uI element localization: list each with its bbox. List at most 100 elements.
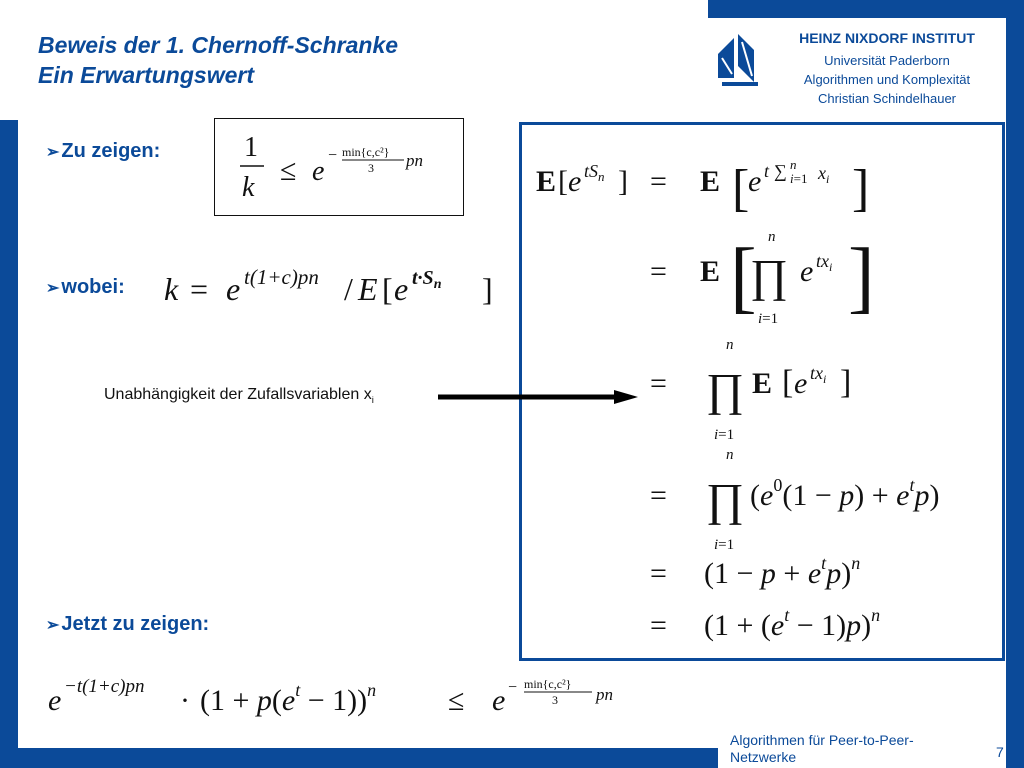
svg-text:n: n xyxy=(790,157,797,172)
right-frame-band xyxy=(1006,0,1024,768)
svg-text:1: 1 xyxy=(244,132,258,163)
proof-line-1: E [ e tSn ] = E [ e t ∑ n i=1 xi ] xyxy=(536,157,869,217)
institute-header xyxy=(708,18,1006,118)
svg-text:=: = xyxy=(650,255,667,288)
svg-text:min{c,c²}: min{c,c²} xyxy=(524,677,571,691)
svg-text:−: − xyxy=(508,679,517,696)
svg-text:[: [ xyxy=(732,160,749,217)
svg-text:e: e xyxy=(568,165,581,198)
proof-derivation: E [ e tSn ] = E [ e t ∑ n i=1 xi ] = E [… xyxy=(536,157,940,642)
svg-text:[: [ xyxy=(730,233,757,321)
svg-text:]: ] xyxy=(618,165,628,198)
svg-text:[: [ xyxy=(782,364,793,401)
svg-text:txi: txi xyxy=(816,251,832,274)
svg-text:]: ] xyxy=(840,364,851,401)
svg-text:pn: pn xyxy=(595,685,613,704)
institute-group: Algorithmen und Komplexität xyxy=(803,72,971,87)
svg-text:e: e xyxy=(394,271,408,307)
bullet-arrow-icon: ➢ xyxy=(46,617,60,634)
svg-text:k: k xyxy=(242,172,255,203)
svg-text:xi: xi xyxy=(817,163,829,186)
svg-text:∏: ∏ xyxy=(750,250,788,301)
bullet-to-show: ➢Zu zeigen: xyxy=(46,140,160,163)
svg-text:·: · xyxy=(180,684,190,717)
proof-line-2: = E [ n ∏ i=1 e txi ] xyxy=(650,229,875,327)
svg-text:i=1: i=1 xyxy=(758,311,778,327)
svg-text:≤: ≤ xyxy=(280,154,296,187)
svg-text:e: e xyxy=(794,367,807,400)
proof-line-4: = n ∏ i=1 (e0(1 − p) + etp) xyxy=(650,447,940,553)
formula-now-to-show: e −t(1+c)pn · (1 + p(et − 1))n ≤ e − min… xyxy=(48,676,613,717)
svg-text:(1 − p + etp)n: (1 − p + etp)n xyxy=(704,553,860,590)
annotation-text: Unabhängigkeit der Zufallsvariablen x xyxy=(104,386,372,403)
bullet-arrow-icon: ➢ xyxy=(46,280,60,297)
svg-text:−: − xyxy=(328,147,337,164)
bullet-label: Jetzt zu zeigen: xyxy=(61,613,210,635)
institute-name: HEINZ NIXDORF INSTITUT xyxy=(799,30,975,46)
svg-text:tSn: tSn xyxy=(584,161,605,184)
slide-title-line1: Beweis der 1. Chernoff-Schranke xyxy=(38,32,399,58)
svg-text:i=1: i=1 xyxy=(714,537,734,553)
svg-text:=: = xyxy=(650,165,667,198)
svg-text:E: E xyxy=(357,271,378,307)
svg-text:e: e xyxy=(748,165,761,198)
svg-text:k: k xyxy=(164,271,179,307)
svg-text:E: E xyxy=(536,165,556,198)
svg-text:E: E xyxy=(700,165,720,198)
svg-text:i=1: i=1 xyxy=(790,171,807,186)
left-frame-band xyxy=(0,120,18,748)
formula-where: k = e t(1+c)pn / E [ e t·Sn ] xyxy=(164,265,493,307)
svg-text:i=1: i=1 xyxy=(714,427,734,443)
svg-text:=: = xyxy=(650,557,667,590)
proof-line-5: = (1 − p + etp)n xyxy=(650,553,860,590)
svg-text:(1 + p(et − 1))n: (1 + p(et − 1))n xyxy=(200,680,376,717)
proof-derivation-box xyxy=(519,122,1005,661)
svg-text:min{c,c²}: min{c,c²} xyxy=(342,145,389,159)
svg-text:e: e xyxy=(226,271,240,307)
svg-text:[: [ xyxy=(382,271,393,307)
svg-text:e: e xyxy=(492,684,505,717)
independence-annotation: Unabhängigkeit der Zufallsvariablen xi xyxy=(104,386,374,406)
arrow-icon xyxy=(438,390,638,404)
svg-text:[: [ xyxy=(558,165,568,198)
svg-text:t: t xyxy=(764,161,770,181)
bullet-arrow-icon: ➢ xyxy=(46,144,60,161)
svg-text:∏: ∏ xyxy=(706,474,744,525)
svg-text:(1 + (et − 1)p)n: (1 + (et − 1)p)n xyxy=(704,605,880,642)
svg-text:−t(1+c)pn: −t(1+c)pn xyxy=(64,676,145,697)
svg-text:n: n xyxy=(768,229,776,245)
svg-text:t·Sn: t·Sn xyxy=(412,267,442,292)
svg-text:n: n xyxy=(726,447,734,463)
svg-text:t(1+c)pn: t(1+c)pn xyxy=(244,265,319,289)
proof-line-3: = n ∏ i=1 E [ e txi ] xyxy=(650,337,851,443)
svg-text:=: = xyxy=(190,271,208,307)
bullet-now-to-show: ➢Jetzt zu zeigen: xyxy=(46,613,209,636)
annotation-subscript: i xyxy=(371,395,374,407)
bullet-where: ➢wobei: xyxy=(46,276,125,299)
footer-course-title: Algorithmen für Peer-to-Peer-Netzwerke xyxy=(730,732,914,765)
svg-text:/: / xyxy=(344,271,353,307)
svg-text:=: = xyxy=(650,609,667,642)
svg-text:n: n xyxy=(726,337,734,353)
svg-text:e: e xyxy=(312,156,324,187)
institute-logo-icon xyxy=(718,34,758,86)
bottom-frame-band xyxy=(0,748,718,768)
svg-text:(e0(1 − p) + etp): (e0(1 − p) + etp) xyxy=(750,475,940,512)
svg-text:∑: ∑ xyxy=(774,161,787,181)
institute-university: Universität Paderborn xyxy=(824,53,950,68)
svg-text:≤: ≤ xyxy=(448,684,464,717)
svg-text:pn: pn xyxy=(405,151,423,170)
top-frame-band xyxy=(708,0,1024,18)
formula-to-show-box xyxy=(214,118,464,216)
bullet-label: Zu zeigen: xyxy=(61,140,161,162)
svg-text:3: 3 xyxy=(368,161,374,175)
slide-title-line2: Ein Erwartungswert xyxy=(38,62,254,88)
svg-text:]: ] xyxy=(482,271,493,307)
bullet-label: wobei: xyxy=(61,276,125,298)
svg-text:e: e xyxy=(48,684,61,717)
svg-text:3: 3 xyxy=(552,693,558,707)
proof-line-6: = (1 + (et − 1)p)n xyxy=(650,605,880,642)
svg-text:=: = xyxy=(650,367,667,400)
slide-title: Beweis der 1. Chernoff-Schranke Ein Erwa… xyxy=(38,30,398,90)
institute-author: Christian Schindelhauer xyxy=(817,91,957,106)
